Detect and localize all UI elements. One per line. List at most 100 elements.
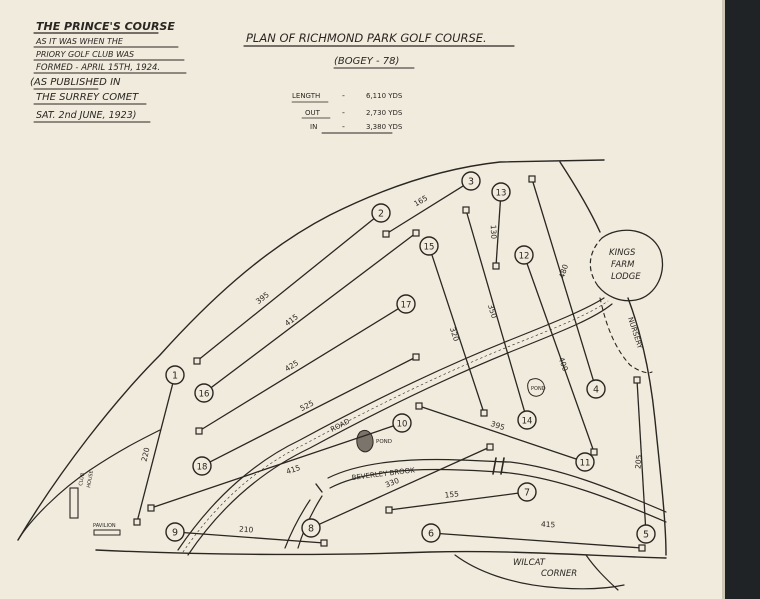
fairway-line — [439, 532, 643, 549]
hole-yardage: 320 — [448, 326, 461, 343]
green-marker — [492, 262, 500, 270]
tee-circle — [491, 182, 511, 202]
origin-note: THE PRINCE'S COURSE AS IT WAS WHEN THE P… — [30, 20, 187, 123]
hole-8: 8 330 — [301, 443, 494, 538]
title-block: PLAN OF RICHMOND PARK GOLF COURSE. (BOGE… — [243, 31, 515, 134]
hole-18: 18 525 — [192, 353, 420, 476]
tee-circle — [301, 518, 321, 538]
tee-circle — [392, 413, 412, 433]
hole-yardage: 155 — [444, 489, 459, 499]
tee-circle — [194, 383, 214, 403]
wildcat-label-2: CORNER — [541, 569, 577, 579]
hole-yardage: 395 — [490, 419, 507, 432]
hole-yardage: 525 — [298, 398, 315, 413]
tee-circle — [396, 294, 416, 314]
hole-16: 16 415 — [194, 229, 420, 403]
green-marker — [590, 448, 598, 456]
pond-label: POND — [376, 439, 392, 445]
pond: POND — [356, 429, 392, 453]
hole-5: 5 205 — [633, 376, 656, 544]
hole-number: 7 — [524, 488, 530, 499]
green-marker — [486, 443, 494, 451]
hole-yardage: 425 — [283, 358, 300, 373]
fairway-line — [385, 185, 464, 235]
note-line-7: SAT. 2nd JUNE, 1923) — [36, 110, 136, 121]
hole-number: 9 — [172, 528, 178, 539]
hole-9: 9 210 — [165, 522, 328, 547]
hole-yardage: 350 — [486, 303, 499, 320]
note-line-6: THE SURREY COMET — [36, 92, 139, 103]
fairway-line — [418, 405, 577, 460]
hole-yardage: 415 — [285, 463, 302, 476]
club-house-label-2: HOUSE — [86, 470, 95, 488]
map-title: PLAN OF RICHMOND PARK GOLF COURSE. — [246, 31, 487, 45]
hole-7: 7 155 — [385, 482, 537, 514]
fairway-line — [531, 178, 594, 381]
hole-number: 5 — [643, 530, 649, 541]
note-line-4: FORMED - APRIL 15TH, 1924. — [36, 63, 160, 73]
hole-yardage: 330 — [384, 476, 401, 490]
hole-number: 16 — [199, 390, 210, 400]
fairway-line — [210, 232, 417, 389]
hole-number: 3 — [468, 177, 474, 188]
fairway-line — [495, 200, 502, 267]
club-house: CLUB HOUSE — [69, 470, 95, 519]
tee-circle — [586, 379, 606, 399]
fairway-line — [136, 383, 174, 523]
fairway-line — [209, 356, 417, 463]
pavilion-label: PAVILION — [93, 523, 116, 529]
green-marker — [320, 539, 328, 547]
note-line-1: THE PRINCE'S COURSE — [36, 20, 175, 33]
beverley-brook: BEVERLEY BROOK — [284, 457, 667, 549]
hole-number: 1 — [172, 371, 178, 382]
hole-yardage: 415 — [541, 520, 556, 530]
hole-number: 18 — [197, 463, 208, 473]
tee-circle — [514, 245, 534, 265]
club-house-label-1: CLUB — [78, 472, 86, 487]
stat-sep-length: - — [342, 91, 345, 100]
fairway-line — [636, 379, 647, 526]
green-marker — [147, 504, 155, 512]
green-marker — [638, 544, 646, 552]
pond-small: POND — [527, 378, 546, 397]
hole-1: 1 220 — [133, 365, 185, 526]
green-marker — [385, 506, 393, 514]
hole-number: 2 — [378, 209, 384, 220]
hole-yardage: 400 — [557, 356, 570, 373]
tee-circle — [421, 523, 441, 543]
hole-number: 13 — [496, 189, 507, 199]
green-marker — [195, 427, 203, 435]
tee-circle — [419, 236, 439, 256]
fairway-line — [526, 263, 595, 453]
fairway-line — [150, 425, 394, 509]
fairway-line — [388, 492, 519, 511]
tee-circle — [636, 524, 656, 544]
green-marker — [193, 357, 201, 365]
fairway-line — [183, 532, 325, 544]
hole-yardage: 415 — [283, 312, 300, 328]
green-marker — [462, 206, 470, 214]
bogey-label: (BOGEY - 78) — [334, 56, 399, 67]
fairway-line — [198, 308, 399, 432]
fairway-line — [465, 209, 526, 412]
hole-yardage: 205 — [633, 454, 643, 469]
hole-yardage: 480 — [557, 263, 570, 280]
stat-value-length: 6,110 YDS — [366, 92, 403, 100]
green-marker — [382, 230, 390, 238]
hole-yardage: 210 — [239, 525, 254, 535]
hole-number: 8 — [308, 524, 314, 535]
hole-yardage: 220 — [140, 446, 152, 462]
beverley-brook-label: BEVERLEY BROOK — [351, 466, 415, 482]
stat-sep-out: - — [342, 108, 345, 117]
hole-number: 10 — [397, 420, 408, 430]
kings-farm-lodge: KINGS FARM LODGE — [589, 229, 664, 302]
stat-label-length: LENGTH — [292, 92, 320, 100]
hole-10: 10 415 — [147, 413, 412, 512]
